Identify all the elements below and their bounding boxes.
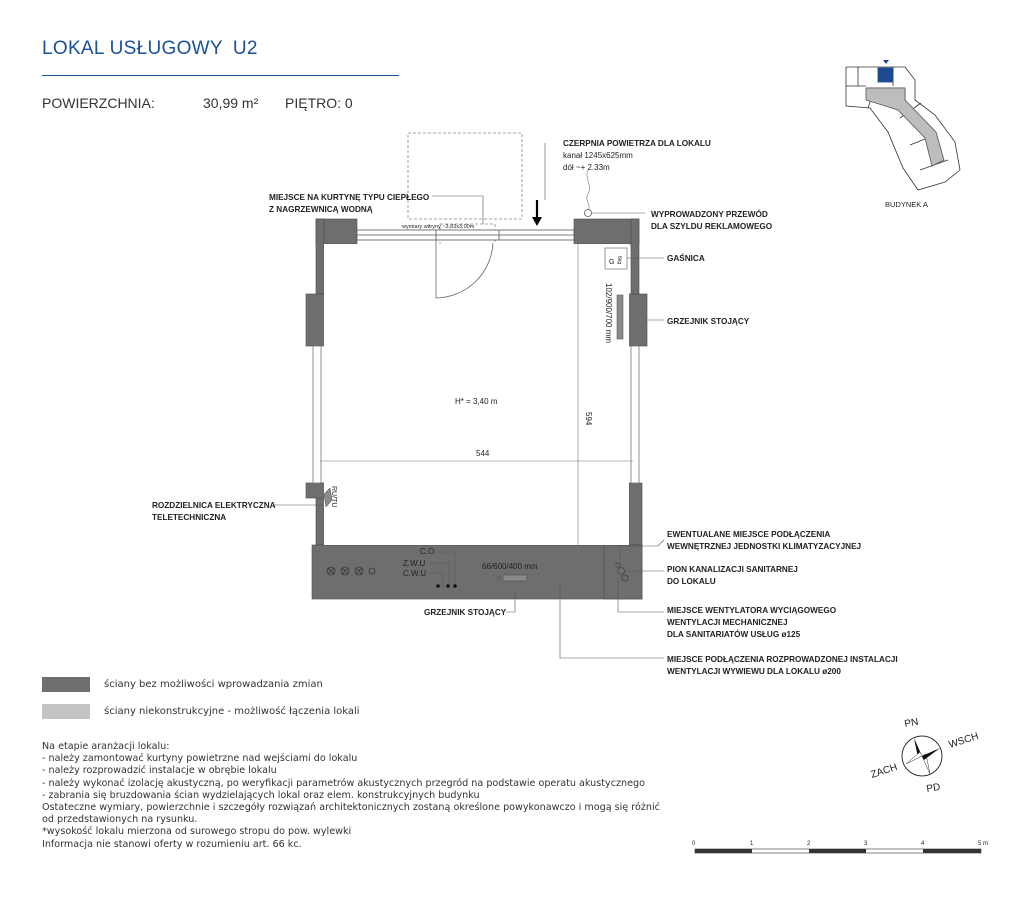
width-dimension: 544 (476, 449, 490, 458)
svg-text:WYPROWADZONY PRZEWÓD: WYPROWADZONY PRZEWÓD (651, 208, 768, 219)
svg-text:MIEJSCE WENTYLATORA WYCIĄGOWEG: MIEJSCE WENTYLATORA WYCIĄGOWEGO (667, 606, 837, 615)
note-line: - należy zamontować kurtyny powietrzne n… (42, 753, 358, 765)
scale-tick: 1 (750, 841, 754, 847)
svg-text:WENTYLACJI MECHANICZNEJ: WENTYLACJI MECHANICZNEJ (667, 618, 788, 627)
key-plan (845, 60, 961, 191)
legend-text-nonstructural: ściany niekonstrukcyjne - możliwość łącz… (104, 706, 360, 717)
compass-north: PN (904, 717, 920, 730)
callout-sewage: PION KANALIZACJI SANITARNEJ DO LOKALU (667, 565, 798, 586)
svg-text:CZERPNIA POWIETRZA DLA LOKALU: CZERPNIA POWIETRZA DLA LOKALU (563, 139, 711, 148)
floor-area (324, 244, 629, 545)
svg-text:WENTYLACJI WYWIEWU DLA LOKALU: WENTYLACJI WYWIEWU DLA LOKALU ø200 (667, 667, 841, 676)
co-label: C.O (420, 547, 434, 556)
window-dimensions: wymiary witryny ~3,83x3,00m (401, 224, 475, 230)
svg-text:dół ~+ 2.33m: dół ~+ 2.33m (563, 163, 610, 172)
callout-curtain: MIEJSCE NA KURTYNĘ TYPU CIEPŁEGO Z NAGRZ… (269, 193, 430, 214)
callout-sign-cable: WYPROWADZONY PRZEWÓD DLA SZYLDU REKLAMOW… (651, 208, 773, 231)
svg-text:kanał 1245x625mm: kanał 1245x625mm (563, 151, 633, 160)
callout-electric: ROZDZIELNICA ELEKTRYCZNA TELETECHNICZNA (152, 501, 276, 522)
callout-extinguisher: GAŚNICA (667, 252, 705, 263)
svg-text:DO LOKALU: DO LOKALU (667, 577, 716, 586)
scale-ticks: 0 1 2 3 4 5 m (692, 841, 988, 847)
radiator-right (616, 294, 624, 340)
legend-swatch-nonstructural (42, 704, 90, 719)
unit-type: LOKAL USŁUGOWY (42, 38, 223, 59)
structural-walls (305, 218, 648, 600)
svg-text:EWENTUALANE MIEJSCE PODŁĄCZENI: EWENTUALANE MIEJSCE PODŁĄCZENIA (667, 530, 830, 539)
air-intake-arrow (532, 200, 542, 226)
depth-dimension: 594 (584, 412, 593, 426)
scale-bar (694, 848, 982, 854)
note-line: Informacja nie stanowi oferty w rozumien… (42, 838, 302, 850)
cwu-label: C.W.U (403, 569, 426, 578)
area-value: 30,99 m² (203, 95, 259, 111)
compass-east: WSCH (948, 731, 980, 751)
page-title: LOKAL USŁUGOWY U2 (42, 38, 258, 60)
note-line: - należy wykonać izolację akustyczną, po… (42, 777, 645, 789)
door-swing (435, 240, 494, 299)
radiator-bottom-dims: 66/600/400 mm (482, 562, 538, 571)
room-height: H* = 3,40 m (455, 397, 498, 406)
sign-cable (586, 169, 590, 211)
svg-text:DLA SZYLDU REKLAMOWEGO: DLA SZYLDU REKLAMOWEGO (651, 222, 773, 231)
note-line: *wysokość lokalu mierzona od surowego st… (42, 826, 352, 838)
scale-tick: 3 (864, 841, 868, 847)
callout-air-intake: CZERPNIA POWIETRZA DLA LOKALU kanał 1245… (563, 139, 711, 172)
scale-tick: 4 (921, 841, 925, 847)
floor-label: PIĘTRO: 0 (285, 95, 353, 111)
note-line: Na etapie aranżacji lokalu: (42, 741, 170, 752)
note-line: - zabrania się bruzdowania ścian wydziel… (42, 789, 480, 801)
callout-radiator-bottom: GRZEJNIK STOJĄCY (424, 608, 507, 617)
svg-text:MIEJSCE PODŁĄCZENIA ROZPROWADZ: MIEJSCE PODŁĄCZENIA ROZPROWADZONEJ INSTA… (667, 655, 898, 664)
svg-text:TELETECHNICZNA: TELETECHNICZNA (152, 513, 226, 522)
scale-tick: 2 (807, 841, 811, 847)
legend-swatch-structural (42, 677, 90, 692)
storefront-window (356, 229, 575, 241)
callout-radiator-right: GRZEJNIK STOJĄCY (667, 317, 750, 326)
compass-south: PD (926, 782, 942, 795)
extinguisher-icon (604, 247, 628, 270)
extinguisher-tag: 6kg (616, 256, 622, 264)
title-underline (42, 75, 399, 76)
side-windows (312, 345, 640, 484)
leader-lines (273, 143, 665, 659)
extinguisher-symbol: G (609, 259, 614, 266)
callout-ventilation: MIEJSCE PODŁĄCZENIA ROZPROWADZONEJ INSTA… (667, 655, 898, 676)
callout-ac-unit: EWENTUALANE MIEJSCE PODŁĄCZENIA WEWNĘTRZ… (667, 530, 861, 551)
svg-text:MIEJSCE NA KURTYNĘ TYPU CIEPŁE: MIEJSCE NA KURTYNĘ TYPU CIEPŁEGO (269, 193, 430, 202)
note-line: Ostateczne wymiary, powierzchnie i szcze… (42, 802, 660, 814)
svg-text:PION KANALIZACJI SANITARNEJ: PION KANALIZACJI SANITARNEJ (667, 565, 798, 574)
compass-icon (901, 735, 943, 777)
note-line: od przedstawionych na rysunku. (42, 814, 198, 826)
radiator-bottom (502, 574, 528, 582)
scale-tick: 5 m (978, 841, 988, 847)
zwu-label: Z.W.U (403, 559, 425, 568)
ru-tu-label: RU/TU (330, 486, 337, 507)
compass-west: ZACH (870, 762, 899, 781)
svg-text:WEWNĘTRZNEJ JEDNOSTKI KLIMATYZ: WEWNĘTRZNEJ JEDNOSTKI KLIMATYZACYJNEJ (667, 542, 861, 551)
callout-exhaust-fan: MIEJSCE WENTYLATORA WYCIĄGOWEGO WENTYLAC… (667, 606, 837, 639)
notes: Na etapie aranżacji lokalu: - należy zam… (42, 741, 682, 851)
key-plan-caption: BUDYNEK A (885, 200, 928, 209)
note-line: - należy rozprowadzić instalacje w obręb… (42, 765, 277, 777)
area-label: POWIERZCHNIA: (42, 95, 155, 111)
unit-code: U2 (232, 38, 258, 59)
scale-tick: 0 (692, 841, 696, 847)
legend-text-structural: ściany bez możliwości wprowadzania zmian (104, 679, 323, 690)
sign-cable-point (584, 209, 592, 217)
svg-text:ROZDZIELNICA ELEKTRYCZNA: ROZDZIELNICA ELEKTRYCZNA (152, 501, 276, 510)
svg-text:DLA SANITARIATÓW USŁUG ø125: DLA SANITARIATÓW USŁUG ø125 (667, 628, 801, 639)
canopy-outline (407, 132, 523, 220)
outlet-symbols (326, 566, 376, 576)
radiator-right-dims: 102/900/700 mm (604, 283, 613, 343)
sanitary-points (615, 562, 629, 582)
pipe-connections: C.O Z.W.U C.W.U (403, 547, 457, 588)
svg-text:Z NAGRZEWNICĄ WODNĄ: Z NAGRZEWNICĄ WODNĄ (269, 205, 373, 214)
radiator-valve (497, 576, 501, 580)
electrical-box (323, 487, 333, 508)
